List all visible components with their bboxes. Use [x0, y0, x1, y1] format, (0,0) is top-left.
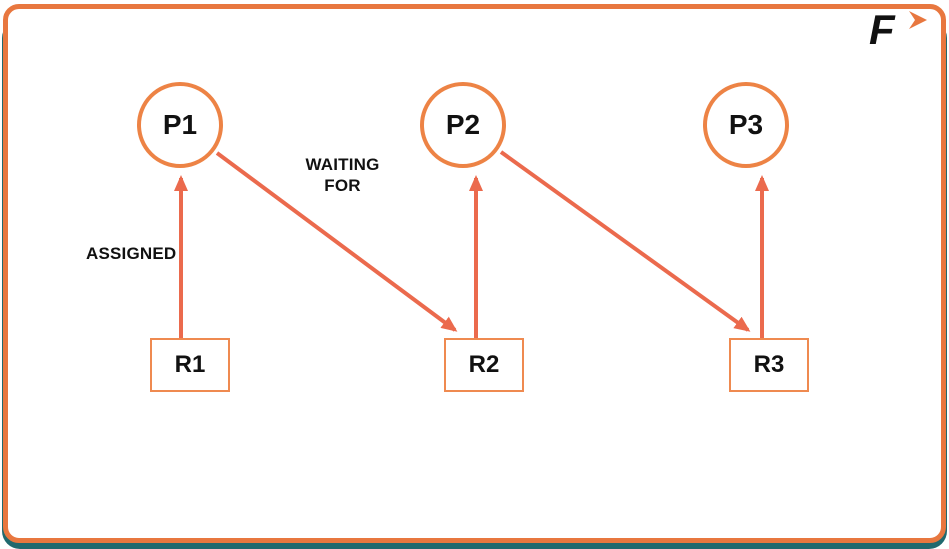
- resource-label: R2: [468, 351, 500, 378]
- waiting-for-edge-label: WAITING FOR: [295, 154, 390, 196]
- resource-node-r3: R3: [729, 338, 809, 392]
- process-node-p1: P1: [137, 82, 223, 168]
- waiting-for-line2: FOR: [324, 176, 361, 195]
- process-label: P3: [728, 109, 764, 140]
- logo-letter: F: [869, 8, 896, 50]
- process-node-p3: P3: [703, 82, 789, 168]
- process-node-p2: P2: [420, 82, 506, 168]
- waiting-for-line1: WAITING: [305, 155, 380, 174]
- forward-chevron-icon: [909, 11, 927, 29]
- assigned-edge-label: ASSIGNED: [86, 244, 177, 263]
- resource-label: R1: [174, 351, 206, 378]
- resource-node-r1: R1: [150, 338, 230, 392]
- process-label: P1: [162, 109, 198, 140]
- edge-p2-r3-waiting-arrow: [499, 150, 751, 332]
- resource-label: R3: [753, 351, 785, 378]
- resource-node-r2: R2: [444, 338, 524, 392]
- brand-logo-graphic: F: [869, 6, 927, 53]
- process-label: P2: [445, 109, 481, 140]
- edge-p1-r2-waiting-arrow: [215, 151, 458, 332]
- brand-logo: F: [867, 6, 933, 55]
